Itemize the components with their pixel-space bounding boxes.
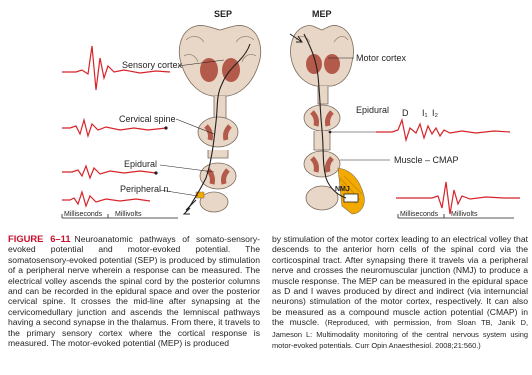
mep-brain-section [291,25,354,104]
mep-trace-cmap [396,182,520,214]
mep-header: MEP [312,9,332,19]
caption-left-text: Neuroanatomic pathways of somato-sensory… [8,234,260,348]
label-cervical-spine: Cervical spine [119,114,176,124]
label-motor-cortex: Motor cortex [356,53,407,63]
mep-scale-ms: Milliseconds [400,211,439,218]
mep-trace-epidural [376,120,510,140]
figure-label: FIGURE 6–11 [8,233,71,244]
label-sensory-cortex: Sensory cortex [122,60,183,70]
sep-trace-peripheral [62,192,150,206]
mep-scale-bar: Milliseconds Millivolts [398,211,514,218]
label-peripheral-nerve: Peripheral n. [120,184,171,194]
caption-right-column: by stimulation of the motor cortex leadi… [272,234,528,351]
sep-header: SEP [214,9,232,19]
sep-cervical-cord [198,117,238,158]
label-muscle-cmap: Muscle – CMAP [394,155,459,165]
label-epidural-left: Epidural [124,159,157,169]
mep-scale-mv: Millivolts [451,211,478,218]
label-i2-wave: I₂ [432,108,439,118]
mep-lumbar-cord [304,151,340,210]
neuroanatomy-figure: SEP Sensory cortex Cervical spine Epidur… [0,0,532,232]
label-epidural-right: Epidural [356,105,389,115]
sep-scale-bar: Milliseconds Millivolts [62,211,178,218]
label-i1-wave: I₁ [422,108,428,118]
caption-right-text: by stimulation of the motor cortex leadi… [272,234,528,327]
sep-scale-ms: Milliseconds [64,211,103,218]
sep-brain-section [179,25,260,118]
label-d-wave: D [402,108,409,118]
sep-scale-mv: Millivolts [115,211,142,218]
stimulus-arrow-icon [184,200,196,214]
label-nmj: NMJ [335,186,350,193]
mep-muscle: NMJ [335,168,364,214]
